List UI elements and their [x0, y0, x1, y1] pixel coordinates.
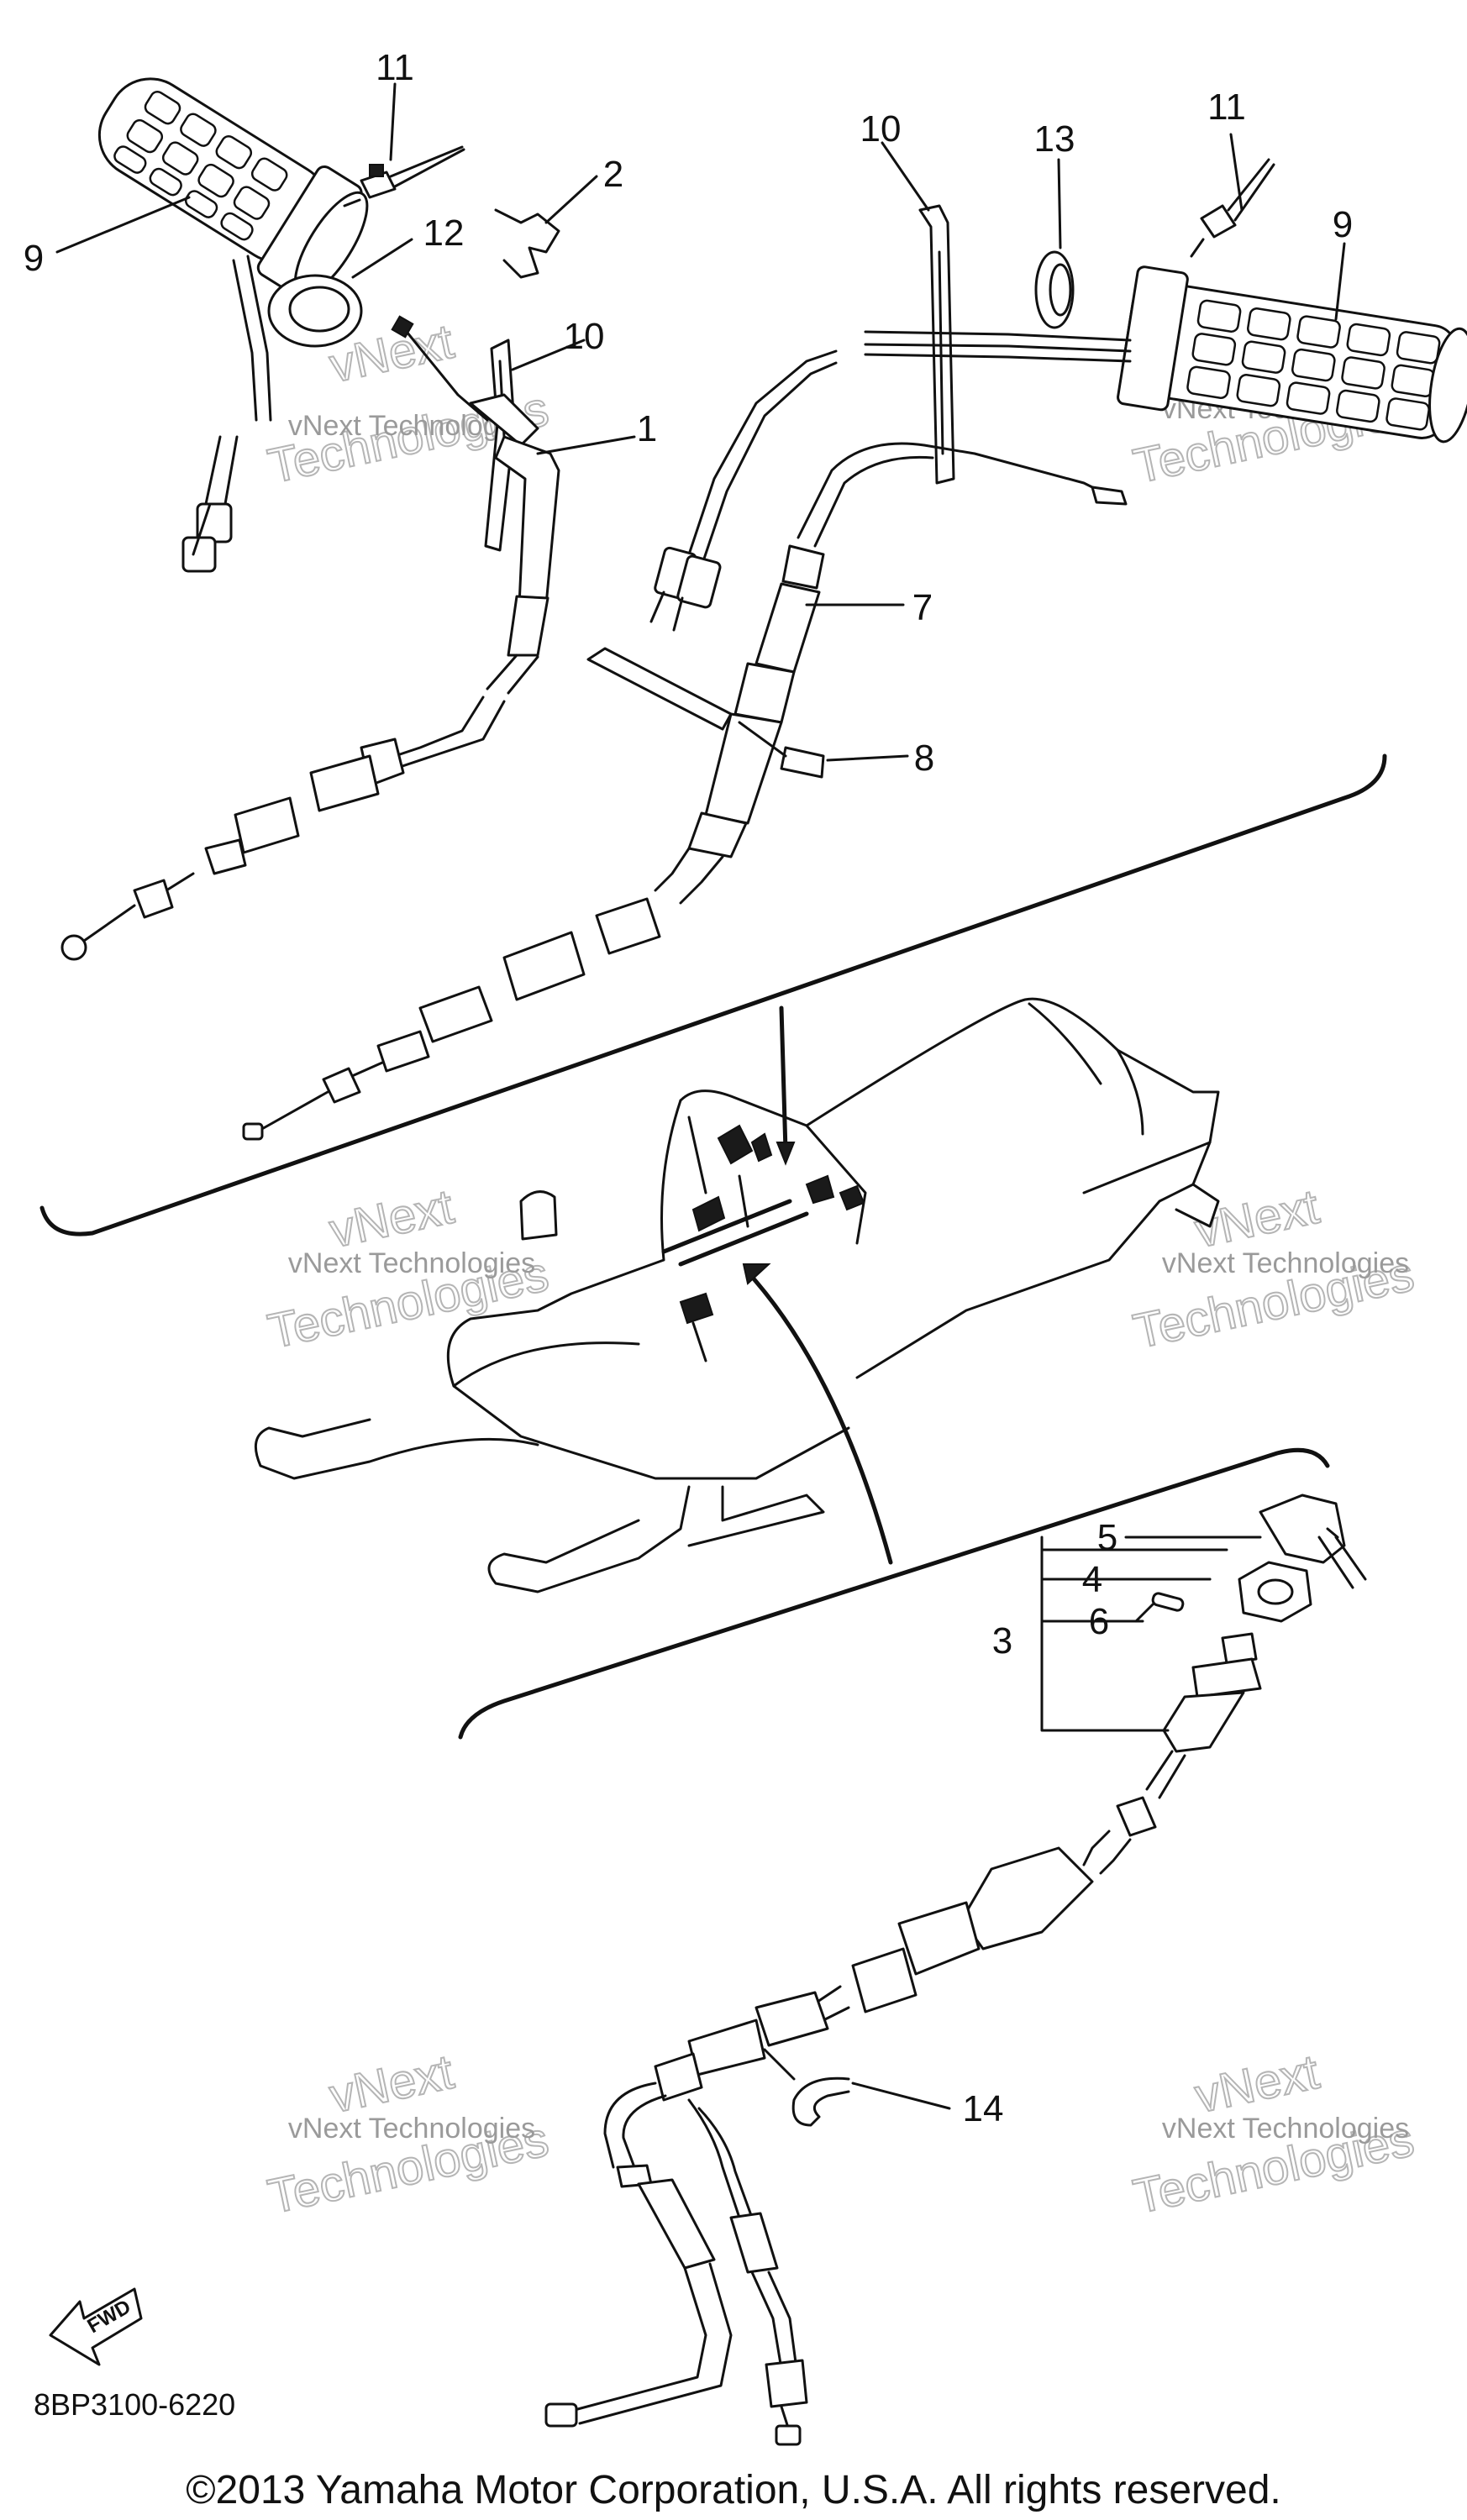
callout-bracket-3 — [1040, 1548, 1228, 1732]
svg-text:vNext Technologies: vNext Technologies — [288, 1247, 535, 1279]
fwd-arrow-icon: FWD — [49, 2287, 143, 2366]
watermark-bottom-right: vNext Technologies vNext Technologies — [1128, 2044, 1420, 2225]
label-4: 4 — [1082, 1559, 1102, 1600]
screw-11-right — [1200, 158, 1275, 239]
label-14: 14 — [963, 2088, 1004, 2129]
svg-text:vNext: vNext — [1191, 2045, 1324, 2124]
brake-cable-7 — [242, 442, 1128, 1141]
svg-text:vNext: vNext — [1191, 1179, 1324, 1258]
clip-14 — [791, 2076, 850, 2127]
label-5: 5 — [1097, 1517, 1117, 1558]
label-9-right: 9 — [1333, 204, 1353, 245]
leader-lines — [55, 82, 1346, 2110]
ring-12 — [267, 274, 363, 348]
svg-text:vNext: vNext — [325, 1179, 459, 1258]
label-11-right: 11 — [1207, 87, 1246, 128]
diagram-code: 8BP3100-6220 — [34, 2387, 235, 2422]
nut-4 — [1238, 1561, 1312, 1623]
kill-switch-cable — [544, 1750, 1186, 2446]
label-11-left: 11 — [376, 47, 414, 88]
label-8: 8 — [914, 738, 934, 779]
screw-11-left — [360, 145, 465, 199]
pin-6 — [1151, 1592, 1185, 1612]
label-1: 1 — [637, 408, 657, 449]
watermark-bottom-left: vNext Technologies vNext Technologies — [263, 2044, 555, 2225]
label-10-right: 10 — [860, 108, 902, 150]
label-6: 6 — [1089, 1601, 1109, 1642]
svg-text:vNext Technologies: vNext Technologies — [1162, 1247, 1409, 1279]
label-2: 2 — [603, 154, 623, 195]
right-grip-assembly — [649, 265, 1467, 632]
svg-text:vNext Technologies: vNext Technologies — [1162, 2113, 1409, 2145]
clip-2 — [494, 208, 560, 279]
switch-knob-5 — [1259, 1494, 1367, 1589]
label-12: 12 — [423, 213, 465, 254]
snowmobile-illustration — [254, 997, 1220, 1593]
switch-body-3 — [1162, 1632, 1262, 1753]
cable-tie-8 — [586, 647, 825, 779]
divider-upper — [39, 753, 1387, 1236]
left-grip-assembly — [97, 77, 369, 573]
copyright-text: ©2013 Yamaha Motor Corporation, U.S.A. A… — [186, 2468, 1281, 2512]
ring-13 — [1034, 250, 1075, 329]
label-9-left: 9 — [24, 238, 44, 279]
watermark-middle-left: vNext Technologies vNext Technologies — [263, 1179, 555, 1360]
callout-labels: 9 11 2 12 10 1 10 13 11 9 7 8 5 4 6 3 14 — [24, 47, 1353, 2129]
label-3: 3 — [992, 1620, 1012, 1662]
svg-text:vNext: vNext — [325, 2045, 459, 2124]
label-10-left: 10 — [564, 316, 605, 357]
throttle-cable-1 — [60, 315, 560, 961]
svg-text:vNext Technologies: vNext Technologies — [288, 2113, 535, 2145]
label-7: 7 — [912, 587, 933, 628]
watermark-middle-right: vNext Technologies vNext Technologies — [1128, 1179, 1420, 1360]
label-13: 13 — [1034, 118, 1075, 160]
divider-lower — [458, 1447, 1330, 1740]
